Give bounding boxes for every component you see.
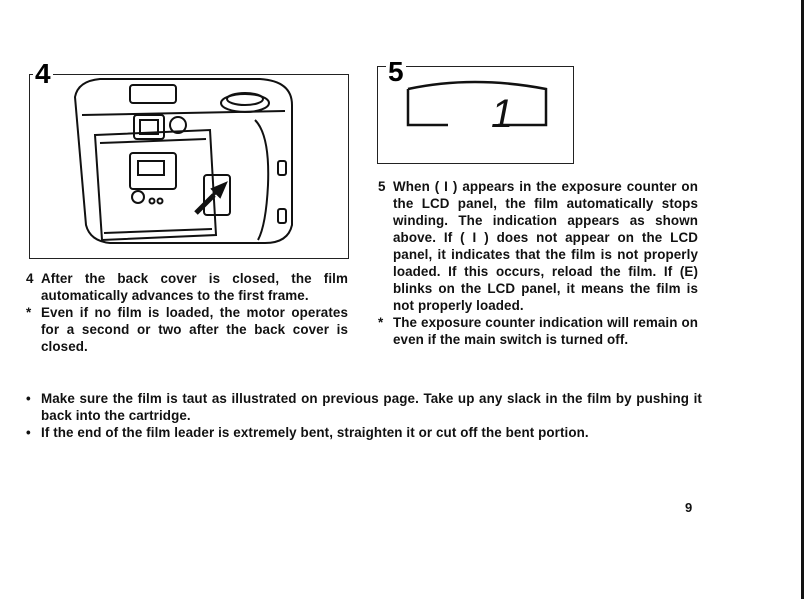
figure-5-number: 5 — [386, 56, 406, 87]
figure-5-lcd-illustration: 1 — [377, 66, 574, 164]
item-4-number: 4 — [26, 271, 34, 286]
caption-section-5: 5 When ( I ) appears in the exposure cou… — [378, 178, 698, 348]
bullet-item: • If the end of the film leader is extre… — [26, 424, 702, 441]
item-4: 4 After the back cover is closed, the fi… — [26, 270, 348, 304]
item-5-number: 5 — [378, 179, 386, 194]
caption-section-4: 4 After the back cover is closed, the fi… — [26, 270, 348, 355]
figure-4-number: 4 — [33, 58, 53, 89]
bullet-text: If the end of the film leader is extreme… — [41, 425, 589, 440]
item-4-text: After the back cover is closed, the film… — [41, 271, 348, 303]
note-5: * The exposure counter indication will r… — [378, 314, 698, 348]
item-5: 5 When ( I ) appears in the exposure cou… — [378, 178, 698, 314]
figure-4-camera-illustration — [29, 74, 349, 259]
bullet-item: • Make sure the film is taut as illustra… — [26, 390, 702, 424]
bullet-mark: • — [26, 391, 31, 406]
note-4-text: Even if no film is loaded, the motor ope… — [41, 305, 348, 354]
note-5-text: The exposure counter indication will rem… — [393, 315, 698, 347]
bullet-mark: • — [26, 425, 31, 440]
note-5-mark: * — [378, 315, 384, 330]
page-edge — [801, 0, 804, 599]
bullet-text: Make sure the film is taut as illustrate… — [41, 391, 702, 423]
lcd-drawing: 1 — [406, 80, 548, 136]
item-5-text: When ( I ) appears in the exposure count… — [393, 179, 698, 313]
camera-drawing — [73, 78, 293, 244]
page-number: 9 — [685, 500, 693, 515]
note-4: * Even if no film is loaded, the motor o… — [26, 304, 348, 355]
lcd-counter-value: 1 — [491, 92, 513, 136]
note-4-mark: * — [26, 305, 32, 320]
bullet-list: • Make sure the film is taut as illustra… — [26, 390, 702, 441]
